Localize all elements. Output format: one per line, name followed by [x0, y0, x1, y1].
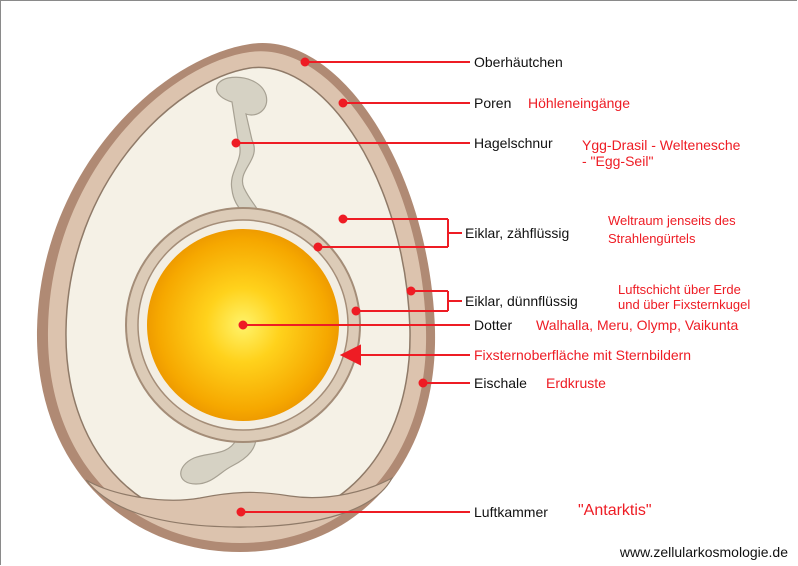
note-luftkammer: "Antarktis": [578, 502, 652, 520]
label-dotter: Dotter: [474, 317, 512, 333]
label-eiklar-dunn: Eiklar, dünnflüssig: [465, 293, 578, 309]
website-footer: www.zellularkosmologie.de: [620, 544, 788, 560]
label-oberhautchen: Oberhäutchen: [474, 54, 563, 70]
note-hagelschnur-2: - "Egg-Seil": [582, 153, 653, 169]
note-poren: Höhleneingänge: [528, 95, 630, 111]
note-hagelschnur-1: Ygg-Drasil - Weltenesche: [582, 137, 740, 153]
note-eiklar-dunn-1: Luftschicht über Erde: [618, 283, 741, 297]
note-fixstern: Fixsternoberfläche mit Sternbildern: [474, 347, 691, 363]
label-eiklar-zah: Eiklar, zähflüssig: [465, 225, 569, 241]
label-eischale: Eischale: [474, 375, 527, 391]
note-eischale: Erdkruste: [546, 375, 606, 391]
label-hagelschnur: Hagelschnur: [474, 135, 553, 151]
label-luftkammer: Luftkammer: [474, 504, 548, 520]
note-eiklar-dunn-2: und über Fixsternkugel: [618, 298, 750, 312]
note-eiklar-zah-1: Weltraum jenseits des: [608, 214, 736, 228]
note-dotter: Walhalla, Meru, Olymp, Vaikunta: [536, 317, 738, 333]
label-poren: Poren: [474, 95, 511, 111]
note-eiklar-zah-2: Strahlengürtels: [608, 232, 695, 246]
